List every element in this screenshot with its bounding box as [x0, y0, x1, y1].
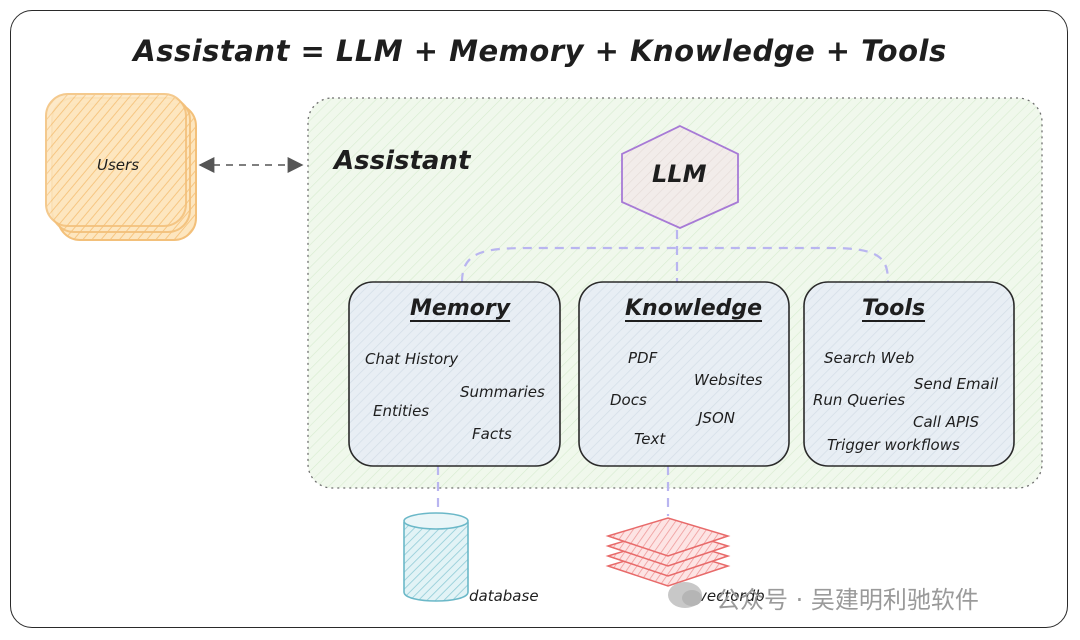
watermark: 公众号 · 吴建明利驰软件	[716, 586, 979, 614]
database-icon	[403, 512, 469, 602]
memory-item: Chat History	[365, 350, 459, 368]
tools-item: Call APIS	[913, 413, 980, 431]
llm-connectors	[436, 230, 890, 516]
memory-item: Facts	[472, 425, 512, 443]
knowledge-item: JSON	[698, 409, 735, 427]
memory-item: Entities	[373, 402, 430, 420]
knowledge-item: Websites	[694, 371, 763, 389]
database-label: database	[469, 587, 539, 605]
tools-item: Send Email	[914, 375, 999, 393]
diagram-frame	[10, 10, 1068, 628]
tools-item: Run Queries	[813, 391, 906, 409]
tools-item: Trigger workflows	[827, 436, 960, 454]
tools-card[interactable]	[803, 281, 1015, 467]
knowledge-item: PDF	[628, 349, 658, 367]
knowledge-title: Knowledge	[625, 296, 763, 321]
knowledge-card[interactable]	[578, 281, 790, 467]
users-node[interactable]	[45, 93, 197, 241]
page-title: Assistant = LLM + Memory + Knowledge + T…	[133, 34, 947, 68]
vectordb-icon	[605, 517, 731, 587]
knowledge-item: Text	[634, 430, 666, 448]
tools-item: Search Web	[824, 349, 915, 367]
llm-label: LLM	[652, 160, 707, 188]
memory-card[interactable]	[348, 281, 561, 467]
users-label: Users	[97, 156, 140, 174]
memory-item: Summaries	[460, 383, 545, 401]
llm-node[interactable]	[621, 125, 739, 229]
assistant-label: Assistant	[334, 146, 471, 176]
vectordb-label: vectordb	[698, 587, 765, 605]
knowledge-item: Docs	[610, 391, 647, 409]
memory-title: Memory	[410, 296, 511, 321]
wechat-icon	[668, 582, 702, 608]
tools-title: Tools	[862, 296, 926, 321]
